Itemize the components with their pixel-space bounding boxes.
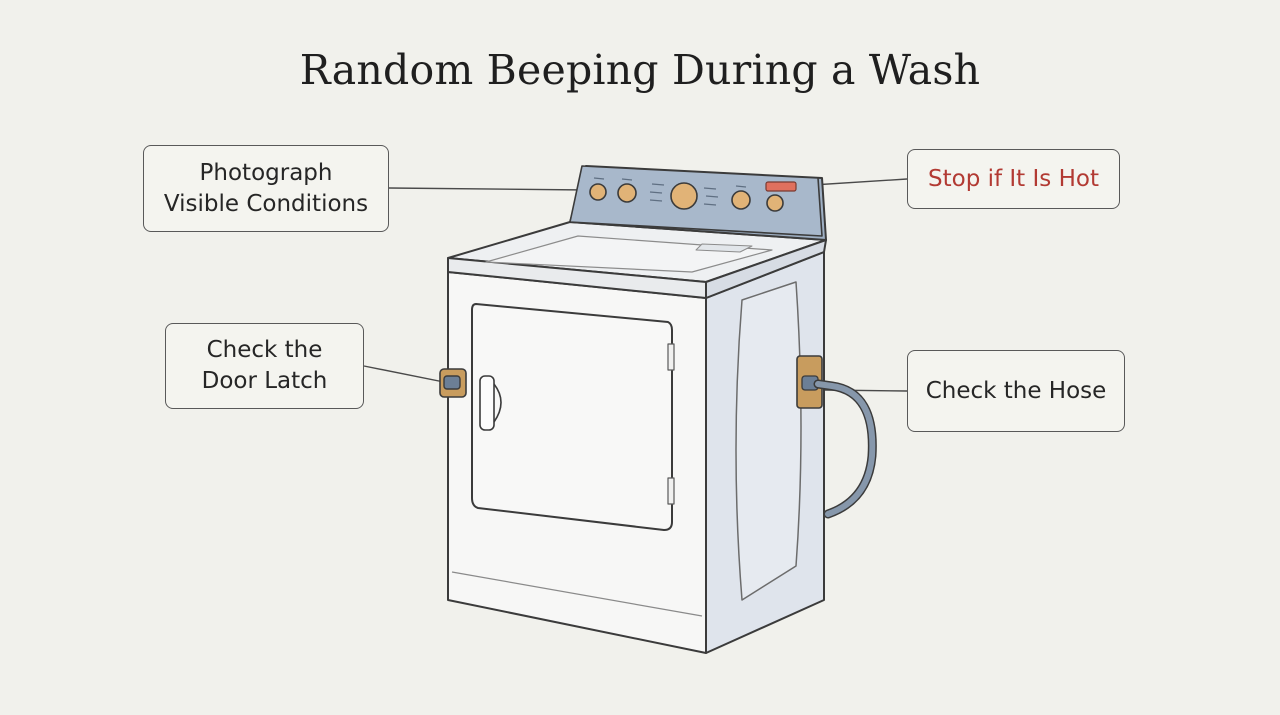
page-title: Random Beeping During a Wash — [299, 46, 981, 94]
door-hinge-top — [667, 343, 675, 371]
hose-tube — [815, 381, 876, 517]
door-handle-grip — [493, 383, 502, 423]
washer-top-side-edge — [705, 239, 827, 299]
callout-latch-line1: Check the — [206, 337, 323, 363]
callout-photograph-line2: Visible Conditions — [163, 190, 369, 217]
status-indicator-light — [765, 181, 797, 192]
door-hinge-bottom — [667, 477, 675, 505]
control-knobs — [589, 177, 784, 212]
knob-3 — [731, 190, 751, 210]
washer-detergent-slot — [695, 243, 753, 253]
dial-tick-marks — [593, 177, 747, 206]
leader-latch — [363, 365, 445, 383]
callout-hose-label: Check the Hose — [925, 377, 1107, 404]
washer-side-recess — [735, 281, 802, 601]
door-latch-bolt — [443, 375, 461, 390]
knob-1 — [589, 183, 607, 201]
callout-check-hose: Check the Hose — [907, 350, 1125, 432]
knob-dial — [670, 182, 698, 210]
leader-photograph — [388, 187, 589, 191]
callout-latch-line2: Door Latch — [201, 368, 328, 394]
washer-front-base-line — [451, 571, 703, 617]
washer-body — [447, 165, 827, 654]
callout-hot-label: Stop if It Is Hot — [928, 165, 1099, 192]
knob-4 — [766, 194, 784, 212]
callout-door-latch: Check the Door Latch — [165, 323, 364, 409]
drain-hose — [796, 355, 877, 519]
door-handle — [479, 375, 495, 431]
knob-2 — [617, 183, 637, 203]
callout-photograph-line1: Photograph — [199, 159, 333, 186]
door-latch — [439, 368, 467, 398]
callout-stop-if-hot: Stop if It Is Hot — [907, 149, 1120, 209]
washer-door — [471, 303, 673, 531]
callout-photograph-conditions: Photograph Visible Conditions — [143, 145, 389, 232]
